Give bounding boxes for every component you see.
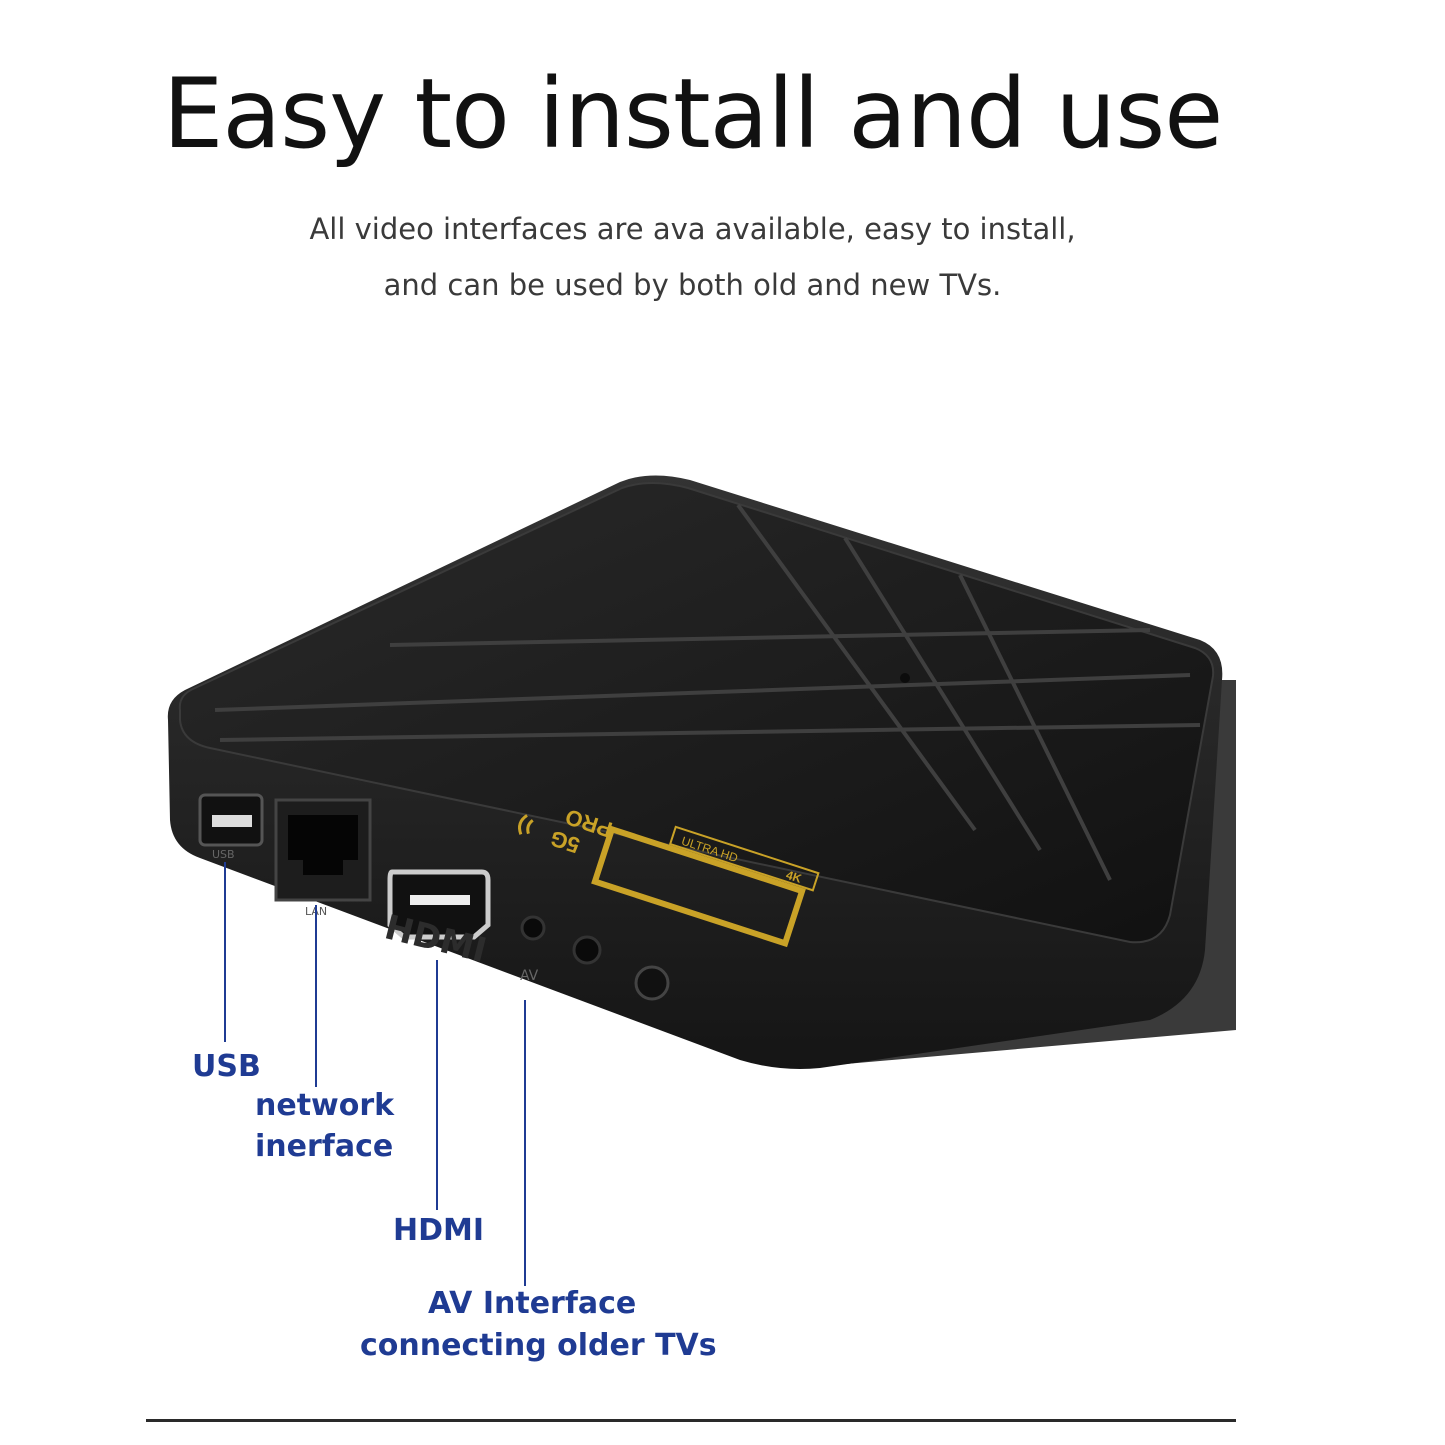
power-led bbox=[900, 673, 910, 683]
usb-leader-line bbox=[224, 862, 226, 1042]
av-callout-line-2: connecting older TVs bbox=[360, 1328, 717, 1363]
network-callout-line-2: inerface bbox=[255, 1129, 394, 1164]
page-title: Easy to install and use bbox=[162, 58, 1224, 170]
hdmi-leader-line bbox=[436, 960, 438, 1210]
device-top-face bbox=[178, 482, 1215, 944]
network-callout-line-1: network bbox=[255, 1088, 395, 1123]
logo-4k-badge: 4K bbox=[784, 868, 803, 886]
bottom-divider bbox=[146, 1419, 1236, 1422]
usb-callout: USB bbox=[192, 1049, 261, 1084]
power-switch bbox=[634, 965, 670, 1001]
hdmi-callout: HDMI bbox=[393, 1213, 485, 1248]
dc-power-port bbox=[572, 935, 602, 965]
subtitle-line-1: All video interfaces are ava available, … bbox=[309, 212, 1076, 246]
subtitle-line-2: and can be used by both old and new TVs. bbox=[383, 268, 1002, 302]
usb-port-mark: USB bbox=[212, 848, 235, 861]
av-callout-line-1: AV Interface bbox=[428, 1286, 637, 1321]
av-leader-line bbox=[524, 1000, 526, 1286]
network-leader-line bbox=[315, 905, 317, 1087]
av-port bbox=[520, 915, 546, 941]
av-port-mark: AV bbox=[520, 968, 539, 984]
wifi-icon bbox=[518, 814, 534, 835]
top-decor-lines bbox=[214, 503, 1201, 881]
